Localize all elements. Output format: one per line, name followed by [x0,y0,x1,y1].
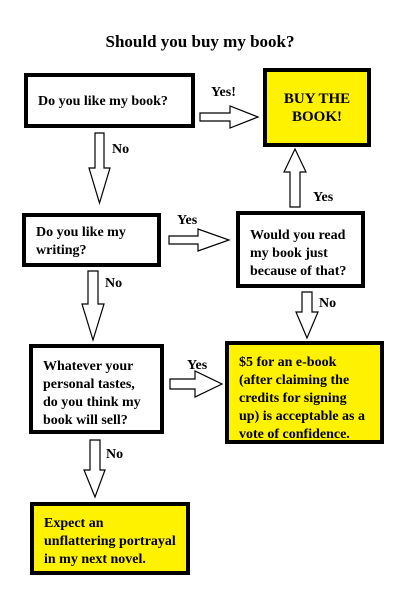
arrow-down-q2-q4 [81,270,105,343]
question-like-book: Do you like my book? [24,73,195,128]
arrow-down-q1-q2 [88,132,111,206]
label-yes-q4: Yes [187,358,208,373]
label-yes-q3: Yes [313,190,334,205]
label-no-q2: No [105,276,123,291]
question-book-will-sell: Whatever your personal tastes, do you th… [29,344,164,434]
arrow-up-q3-buy [283,147,307,208]
label-yes-q2: Yes [177,213,198,228]
arrow-down-q3-ebook [295,291,319,340]
result-unflattering-portrayal: Expect an unflattering portrayal in my n… [30,502,190,575]
result-ebook-vote: $5 for an e-book (after claiming the cre… [225,341,384,444]
label-yes-q1: Yes! [211,85,236,100]
question-like-writing: Do you like my writing? [22,213,161,267]
chart-title: Should you buy my book? [105,32,295,51]
label-no-q3: No [319,296,337,311]
arrow-right-q1-buy [199,105,260,129]
label-no-q4: No [106,447,124,462]
result-buy-the-book: BUY THE BOOK! [263,68,371,147]
arrow-down-q4-novel [83,439,106,499]
label-no-q1: No [112,142,130,157]
arrow-right-q2-q3 [168,228,231,252]
question-read-because-of-that: Would you read my book just because of t… [236,211,365,288]
arrow-right-q4-ebook [169,370,224,398]
